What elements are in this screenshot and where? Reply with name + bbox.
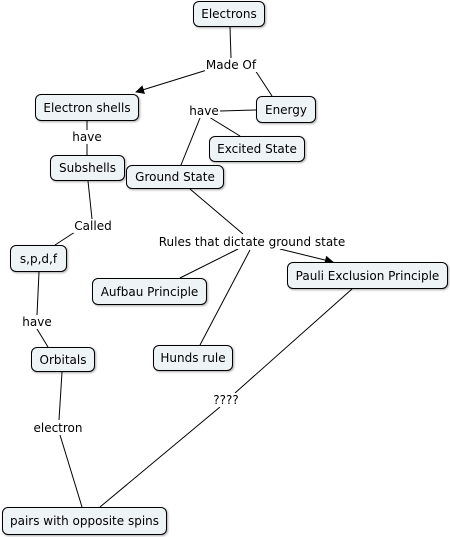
linking-rules: Rules that dictate ground state <box>157 235 347 249</box>
link-have-excited <box>208 116 241 137</box>
linking-made-of: Made Of <box>204 58 258 72</box>
concept-energy[interactable]: Energy <box>256 96 316 123</box>
concept-pauli-exclusion[interactable]: Pauli Exclusion Principle <box>287 262 448 289</box>
concept-orbitals[interactable]: Orbitals <box>31 347 95 372</box>
link-spdf-have <box>36 271 40 316</box>
link-electrons-madeof <box>229 26 232 59</box>
link-orbitals-electron <box>58 371 63 421</box>
linking-have-energy: have <box>188 104 220 118</box>
linking-have-shells: have <box>71 130 103 144</box>
concept-ground-state[interactable]: Ground State <box>126 165 224 189</box>
link-electron-pairs <box>59 434 83 508</box>
link-madeof-energy <box>254 69 273 97</box>
linking-called: Called <box>73 219 113 233</box>
linking-question: ???? <box>212 393 240 407</box>
linking-electron: electron <box>32 421 84 435</box>
link-rules-hunds <box>199 249 251 346</box>
link-pauli-question <box>234 288 353 394</box>
link-energy-have <box>219 109 257 112</box>
link-madeof-electronshells <box>135 69 208 94</box>
link-question-pairs <box>99 406 221 508</box>
concept-spdf[interactable]: s,p,d,f <box>10 245 67 272</box>
link-subshells-called <box>87 180 93 220</box>
concept-subshells[interactable]: Subshells <box>50 155 125 181</box>
concept-hunds-rule[interactable]: Hunds rule <box>153 345 233 371</box>
link-rules-pauli <box>279 248 334 265</box>
link-have-orbitals <box>36 328 49 348</box>
concept-excited-state[interactable]: Excited State <box>209 136 305 162</box>
link-rules-aufbau <box>179 248 239 279</box>
link-ground-rules <box>189 188 244 235</box>
linking-have-orbitals: have <box>21 315 53 329</box>
link-have-ground <box>180 117 201 166</box>
concept-aufbau[interactable]: Aufbau Principle <box>92 278 207 305</box>
concept-pairs-opposite-spins[interactable]: pairs with opposite spins <box>2 507 167 535</box>
link-called-spdf <box>54 231 76 246</box>
concept-electrons[interactable]: Electrons <box>193 1 265 27</box>
concept-electron-shells[interactable]: Electron shells <box>35 94 139 121</box>
